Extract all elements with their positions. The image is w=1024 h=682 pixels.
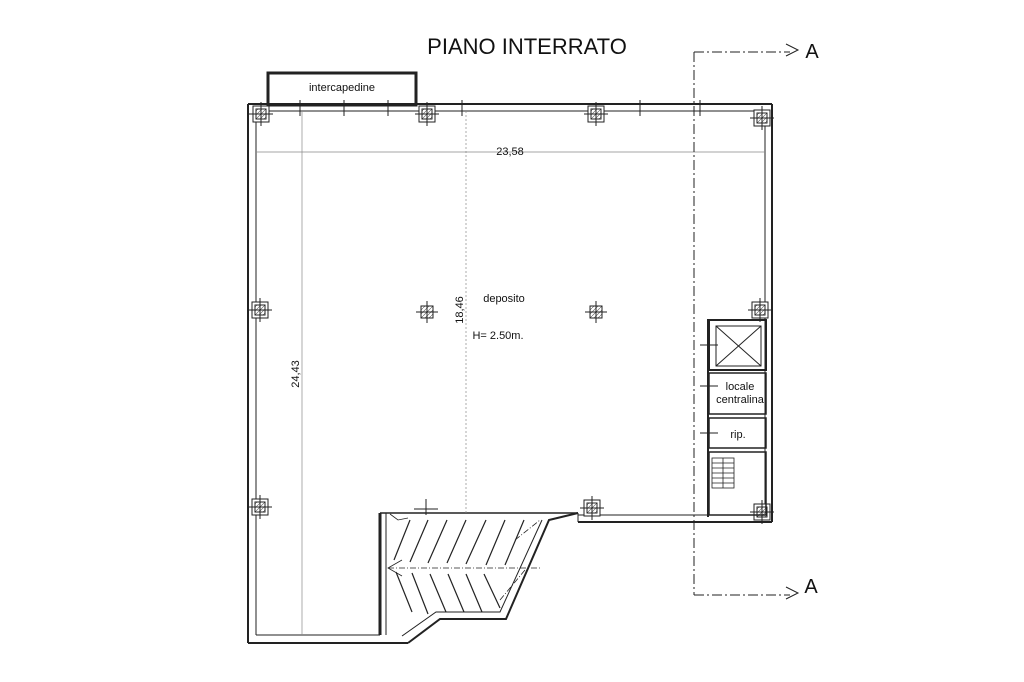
column <box>750 500 774 524</box>
top-wall-ticks <box>299 100 701 116</box>
interior-column <box>416 301 438 323</box>
section-line <box>693 43 800 600</box>
section-label-top: A <box>805 41 819 63</box>
column <box>414 499 438 515</box>
column <box>248 495 272 519</box>
interior-columns <box>416 301 607 323</box>
column <box>580 496 604 520</box>
deposito-label: deposito <box>483 293 525 305</box>
locale-label-line1: locale <box>726 381 755 393</box>
dimension-depth-total: 24,43 <box>290 360 302 388</box>
service-block <box>700 319 767 517</box>
column <box>248 298 272 322</box>
column <box>750 106 774 130</box>
dimension-lines <box>256 111 765 635</box>
dimension-width: 23,58 <box>496 146 524 158</box>
ramp-hatching <box>393 519 525 615</box>
column <box>249 102 273 126</box>
outer-walls <box>247 103 773 644</box>
section-label-bottom: A <box>804 576 818 598</box>
locale-label-line2: centralina <box>716 394 765 406</box>
height-label: H= 2.50m. <box>472 330 523 342</box>
ramp-axis <box>387 513 541 601</box>
interior-column <box>585 301 607 323</box>
columns <box>248 102 774 524</box>
column <box>584 102 608 126</box>
intercapedine-label: intercapedine <box>309 82 375 94</box>
column <box>748 298 772 322</box>
column <box>415 102 439 126</box>
stair-icon <box>711 457 735 489</box>
plan-title: PIANO INTERRATO <box>427 34 627 59</box>
dimension-depth-inner: 18,46 <box>454 296 466 324</box>
rip-label: rip. <box>730 429 745 441</box>
